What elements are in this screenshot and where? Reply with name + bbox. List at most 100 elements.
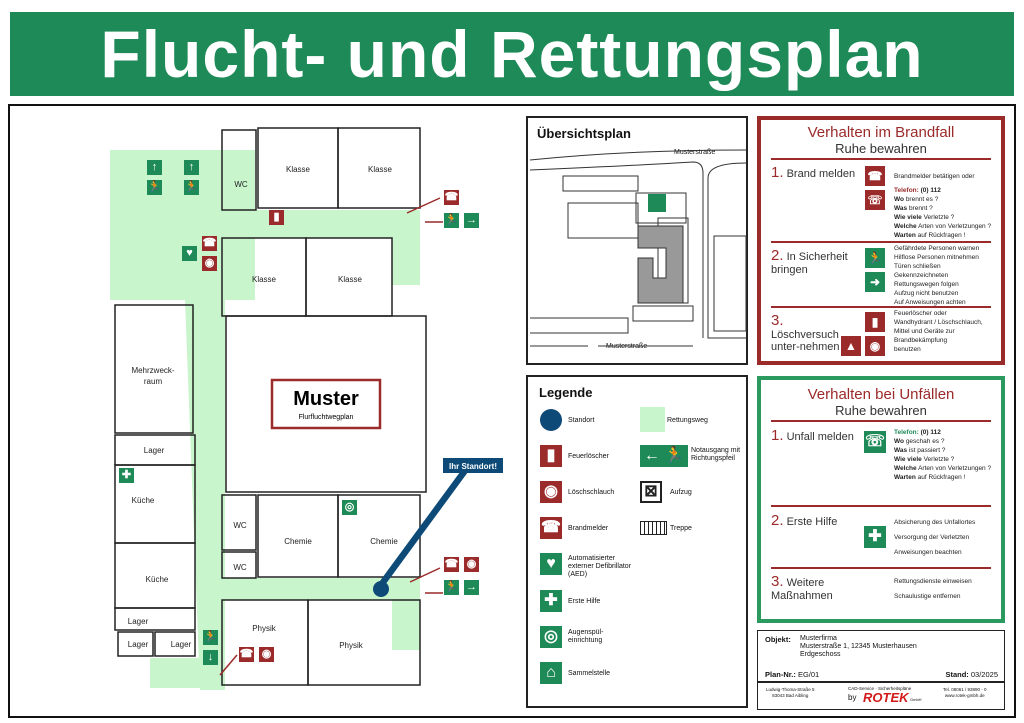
accident-title: Verhalten bei Unfällen [807, 386, 955, 403]
element [529, 149, 747, 161]
element [530, 317, 629, 334]
escape-routes [110, 150, 420, 690]
first-aid-icon: ✚ [864, 526, 886, 548]
text-fire-s3-1: Wandhydrant / Löschschlauch, [894, 319, 983, 326]
text-fire-s3-0: Feuerlöscher oder [894, 310, 947, 317]
element [707, 162, 747, 339]
legend-item: Automatisierter externer Defibrillator (… [568, 555, 632, 578]
text-fire-s1-6: brennt ? [908, 205, 933, 212]
element [307, 599, 421, 686]
fire-hose-icon: ◉ [865, 336, 885, 356]
step-3: 3. Löschversuch unter-nehmen [771, 312, 851, 353]
site-map [529, 149, 747, 347]
element [529, 149, 747, 347]
text-fire-s3-3: Brandbekämpfung [894, 337, 948, 344]
text-fire-steps-0-n: 1. [771, 164, 784, 181]
element [219, 654, 238, 676]
text-info-footer_right-1: www.rotek-gmbh.de [944, 693, 985, 698]
emergency-exit-left-icon: ← 🏃 [640, 445, 688, 467]
text-accident-s1-11: auf Rückfragen ! [917, 474, 966, 481]
emergency-phone-icon: ☏ [864, 431, 886, 453]
emergency-exit-icon: 🏃 [444, 213, 459, 228]
element [771, 505, 991, 507]
element [771, 567, 991, 569]
text-fire-s1-5: Was [894, 205, 908, 212]
text-fire-s1-0: Brandmelder betätigen oder [894, 173, 975, 180]
element [637, 225, 684, 304]
text-accident-s2-2: Anweisungen beachten [894, 549, 962, 556]
step-2: 2. Erste Hilfe [771, 512, 837, 529]
text-info-objekt-1: Musterstraße 1, 12345 Musterhausen [800, 643, 917, 650]
standort-icon [540, 409, 562, 431]
text-accident-s1-7: Verletzte ? [923, 456, 955, 463]
overview-plan: Übersichtsplan Musterstraße Musterstraße [526, 116, 748, 365]
emergency-exit-icon: 🏃 [184, 180, 199, 195]
text-accident-s2-0: Absicherung des Unfallortes [894, 519, 976, 526]
text-fire-s2-3: Gekennzeichneten [894, 272, 949, 279]
element [150, 658, 200, 688]
element [337, 127, 421, 209]
text-fire-s3-2: Mittel und Geräte zur [894, 328, 955, 335]
legend: Legende Standort Rettungsweg ▮ Feuerlösc… [526, 375, 748, 708]
text-info-objekt-0: Musterfirma [800, 635, 837, 642]
legend-item: Sammelstelle [568, 670, 611, 677]
room-label: Mehrzweck- [131, 366, 174, 375]
exit-arrow-down-icon: ↓ [203, 650, 218, 665]
exit-arrow-up-icon: ↑ [184, 160, 199, 175]
room-label: Lager [128, 640, 149, 649]
fire-extinguisher-icon: ▮ [540, 445, 562, 467]
room-label: Klasse [286, 165, 311, 174]
fire-alarm-icon: ☎ [202, 236, 217, 251]
element [567, 202, 639, 239]
emergency-exit-icon: 🏃 [444, 580, 459, 595]
fire-alarm-icon: ☎ [540, 517, 562, 539]
text-fire-s2-0: Gefährdete Personen warnen [894, 245, 980, 252]
element [154, 631, 196, 657]
accident-subtitle: Ruhe bewahren [835, 403, 927, 418]
element [257, 494, 339, 578]
room-label: WC [233, 521, 247, 530]
room-label: WC [233, 563, 247, 572]
fire-hose-icon: ◉ [202, 256, 217, 271]
legend-item: Löschschlauch [568, 489, 615, 496]
element [221, 129, 257, 211]
fire-extinguisher-icon: ▮ [269, 210, 284, 225]
element [222, 578, 420, 600]
exit-arrow-right-icon: ➜ [865, 272, 885, 292]
stamp-subtitle: Flurfluchtwegplan [299, 414, 354, 421]
text-accident-s3-0: Rettungsdienste einweisen [894, 578, 972, 585]
legend-item: Treppe [670, 525, 692, 532]
element [392, 600, 420, 650]
fire-alarm-icon: ☎ [444, 557, 459, 572]
fire-hose-icon: ◉ [259, 647, 274, 662]
element [225, 315, 427, 493]
firefighting-equipment-icon: ▲ [841, 336, 861, 356]
text-accident-s1-6: Wie viele [894, 456, 922, 463]
text-fire-s2-6: Auf Anweisungen achten [894, 299, 966, 306]
legend-item: Aufzug [670, 489, 692, 496]
element [222, 210, 420, 238]
element [409, 567, 441, 583]
escape-route-swatch [640, 407, 665, 432]
you-are-here-label: Ihr Standort! [449, 462, 497, 471]
legend-item: Rettungsweg [667, 417, 708, 424]
text-info-gmbh: GmbH [910, 697, 922, 702]
fire-extinguisher-icon: ▮ [865, 312, 885, 332]
text-fire-steps-2-label: Löschversuch unter-nehmen [771, 329, 840, 353]
text-accident-s1-10: Warten [894, 474, 916, 481]
text-fire-s2-1: Hilflose Personen mitnehmen [894, 254, 979, 261]
fire-instructions: Verhalten im Brandfall Ruhe bewahren 1. … [757, 116, 1005, 365]
text-info-objekt_label: Objekt: [765, 635, 791, 644]
fire-subtitle: Ruhe bewahren [835, 141, 927, 156]
step-1: 1. Unfall melden [771, 427, 854, 444]
element [713, 235, 747, 332]
plan-frame [8, 104, 1016, 718]
sign-leaders [219, 197, 443, 676]
text-fire-steps-0-label: Brand melden [786, 168, 856, 180]
room-label: Klasse [368, 165, 393, 174]
legend-item: Standort [568, 417, 595, 424]
text-fire-s1-10: Arten von Verletzungen ? [918, 223, 992, 230]
